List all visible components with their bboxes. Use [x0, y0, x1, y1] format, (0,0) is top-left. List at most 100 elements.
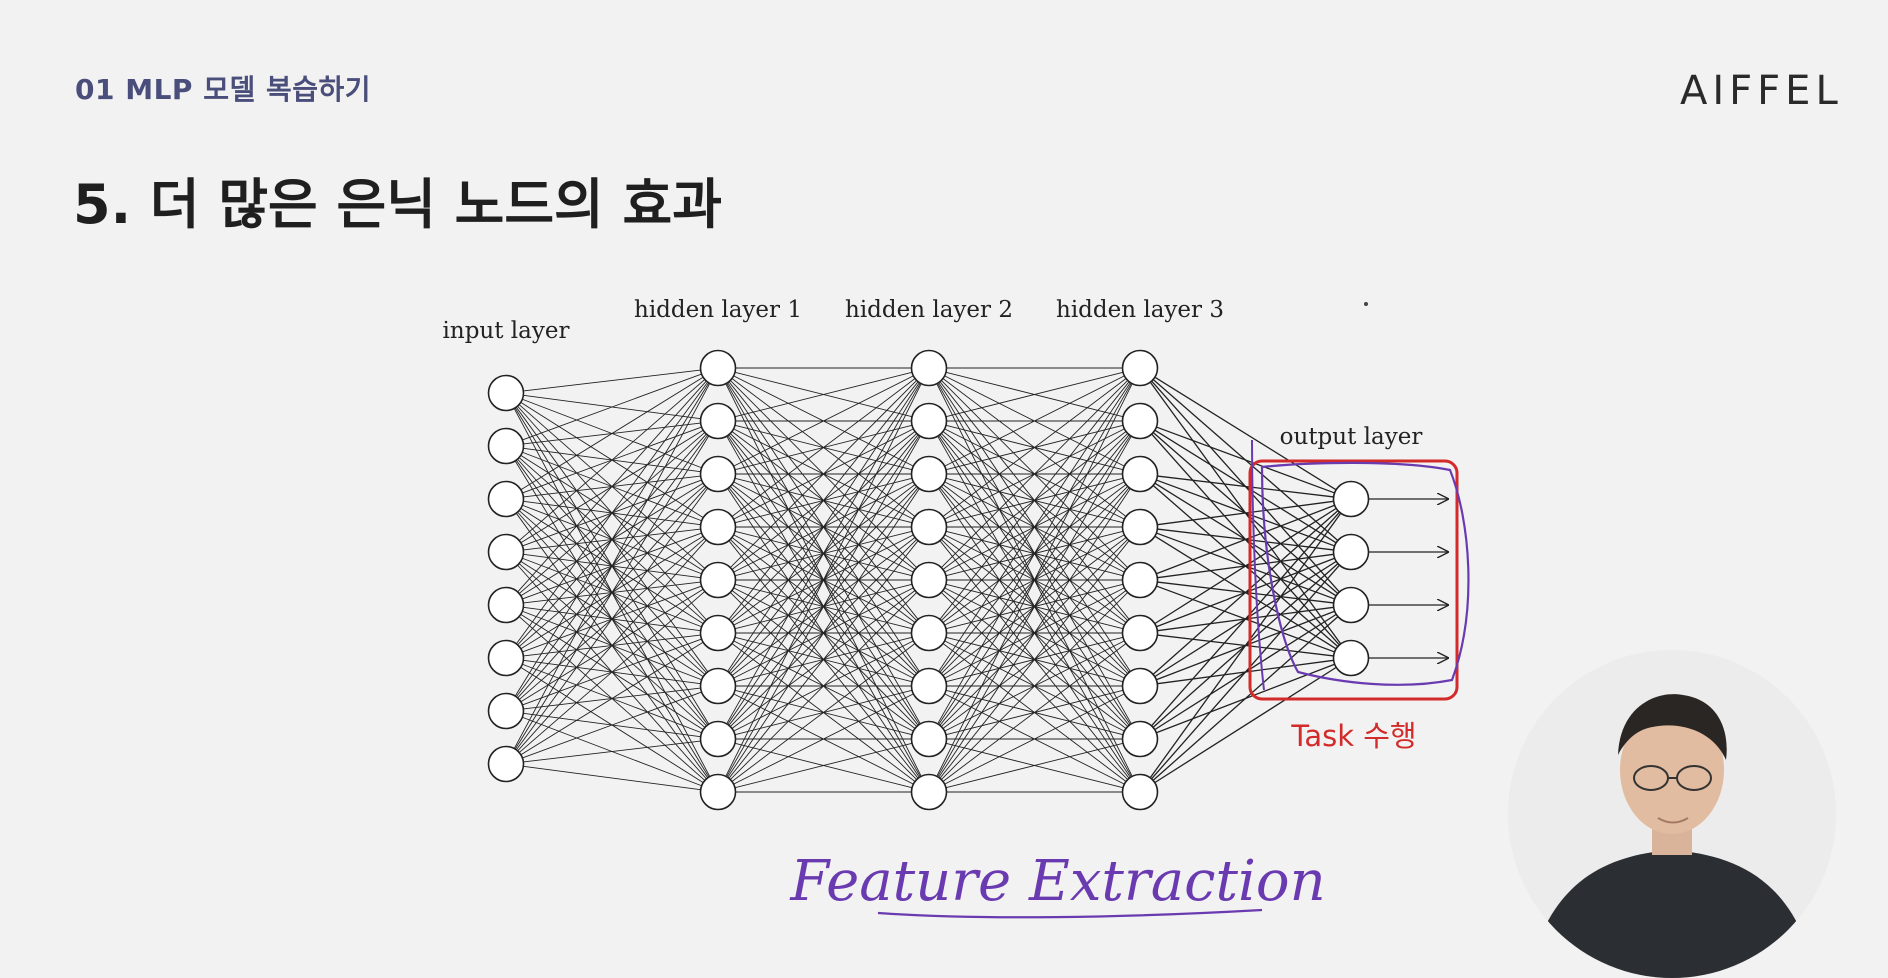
connection-line: [730, 592, 917, 780]
connection-line: [937, 382, 1132, 725]
presenter-video: [1508, 650, 1836, 978]
connection-line: [1157, 500, 1334, 526]
connection-line: [518, 591, 706, 753]
node-layer-0-0: [487, 374, 525, 412]
connection-line: [944, 693, 1125, 785]
connection-line: [517, 380, 707, 593]
connection-line: [731, 378, 916, 517]
section-label: 01 MLP 모델 복습하기: [75, 73, 371, 106]
node-layer-0-2: [487, 480, 525, 518]
node-layer-4-0: [1332, 480, 1370, 518]
connection-line: [520, 376, 704, 491]
node-layer-3-1: [1121, 402, 1159, 440]
pen-stroke-left: [1251, 439, 1265, 691]
connection-line: [938, 382, 1131, 672]
connection-line: [734, 371, 913, 418]
slide-title: 5. 더 많은 은닉 노드의 효과: [73, 173, 722, 236]
connection-line: [1154, 507, 1337, 625]
handwriting-underline: [877, 908, 1263, 919]
layer-label-output: output layer: [1280, 424, 1423, 450]
connection-line: [728, 540, 919, 779]
connection-line: [522, 691, 702, 759]
connection-line: [513, 383, 711, 749]
connection-line: [728, 381, 919, 620]
node-layer-3-5: [1121, 614, 1159, 652]
node-layer-4-2: [1332, 586, 1370, 624]
connection-line: [1152, 616, 1339, 781]
node-layer-0-4: [487, 586, 525, 624]
connection-line: [941, 380, 1128, 568]
connection-line: [936, 383, 1133, 777]
connection-line: [1156, 426, 1335, 494]
node-layer-2-5: [910, 614, 948, 652]
stray-dot: [1364, 302, 1368, 306]
node-layer-2-6: [910, 667, 948, 705]
connection-line: [1154, 666, 1337, 784]
node-layer-4-3: [1332, 639, 1370, 677]
node-layer-2-7: [910, 720, 948, 758]
network-nodes: [487, 349, 1370, 811]
connection-line: [523, 740, 701, 763]
connection-line: [523, 765, 701, 791]
connection-line: [727, 488, 920, 778]
connection-line: [734, 742, 913, 789]
node-layer-2-2: [910, 455, 948, 493]
connection-line: [515, 381, 709, 645]
layer-label-hidden-2: hidden layer 2: [845, 297, 1013, 323]
task-annotation-box: [1248, 459, 1459, 701]
layer-label-hidden-1: hidden layer 1: [634, 297, 802, 323]
node-layer-2-3: [910, 508, 948, 546]
connection-line: [731, 643, 916, 782]
connection-line: [942, 378, 1127, 517]
connection-line: [938, 488, 1131, 778]
node-layer-1-5: [699, 614, 737, 652]
connection-line: [1152, 510, 1339, 675]
task-label: Task 수행: [1290, 719, 1416, 753]
node-layer-1-2: [699, 455, 737, 493]
connection-line: [730, 380, 917, 568]
connection-line: [945, 742, 1124, 789]
layer-label-hidden-3: hidden layer 3: [1056, 297, 1224, 323]
output-lasso-scribble: [1260, 461, 1470, 686]
node-layer-1-8: [699, 773, 737, 811]
node-layer-1-4: [699, 561, 737, 599]
connection-line: [944, 375, 1125, 467]
output-arrows: [1368, 499, 1449, 658]
connection-line: [518, 379, 706, 541]
connection-line: [939, 381, 1130, 620]
connection-line: [941, 592, 1128, 780]
connection-line: [520, 641, 704, 756]
connection-line: [733, 693, 914, 785]
connection-line: [942, 643, 1127, 782]
connection-line: [517, 539, 707, 752]
node-layer-0-5: [487, 639, 525, 677]
layer-label-input: input layer: [443, 318, 570, 344]
connection-line: [1151, 511, 1340, 727]
connection-line: [514, 382, 710, 697]
connection-line: [1157, 475, 1334, 498]
node-layer-3-7: [1121, 720, 1159, 758]
node-layer-3-6: [1121, 667, 1159, 705]
node-layer-1-0: [699, 349, 737, 387]
node-layer-0-6: [487, 692, 525, 730]
node-layer-1-6: [699, 667, 737, 705]
handwritten-note: Feature Extraction: [789, 849, 1325, 914]
node-layer-2-0: [910, 349, 948, 387]
connection-line: [523, 369, 701, 392]
connection-lines: [513, 367, 1342, 793]
connection-line: [514, 435, 710, 750]
connection-line: [1156, 504, 1335, 575]
connection-line: [727, 382, 920, 672]
connection-line: [1154, 376, 1337, 491]
node-layer-3-2: [1121, 455, 1159, 493]
node-layer-1-3: [699, 508, 737, 546]
node-layer-2-8: [910, 773, 948, 811]
connection-line: [515, 487, 709, 751]
connection-line: [945, 371, 1124, 418]
connection-line: [726, 435, 921, 778]
node-layer-3-0: [1121, 349, 1159, 387]
node-layer-2-4: [910, 561, 948, 599]
node-layer-3-4: [1121, 561, 1159, 599]
connection-line: [726, 382, 921, 725]
